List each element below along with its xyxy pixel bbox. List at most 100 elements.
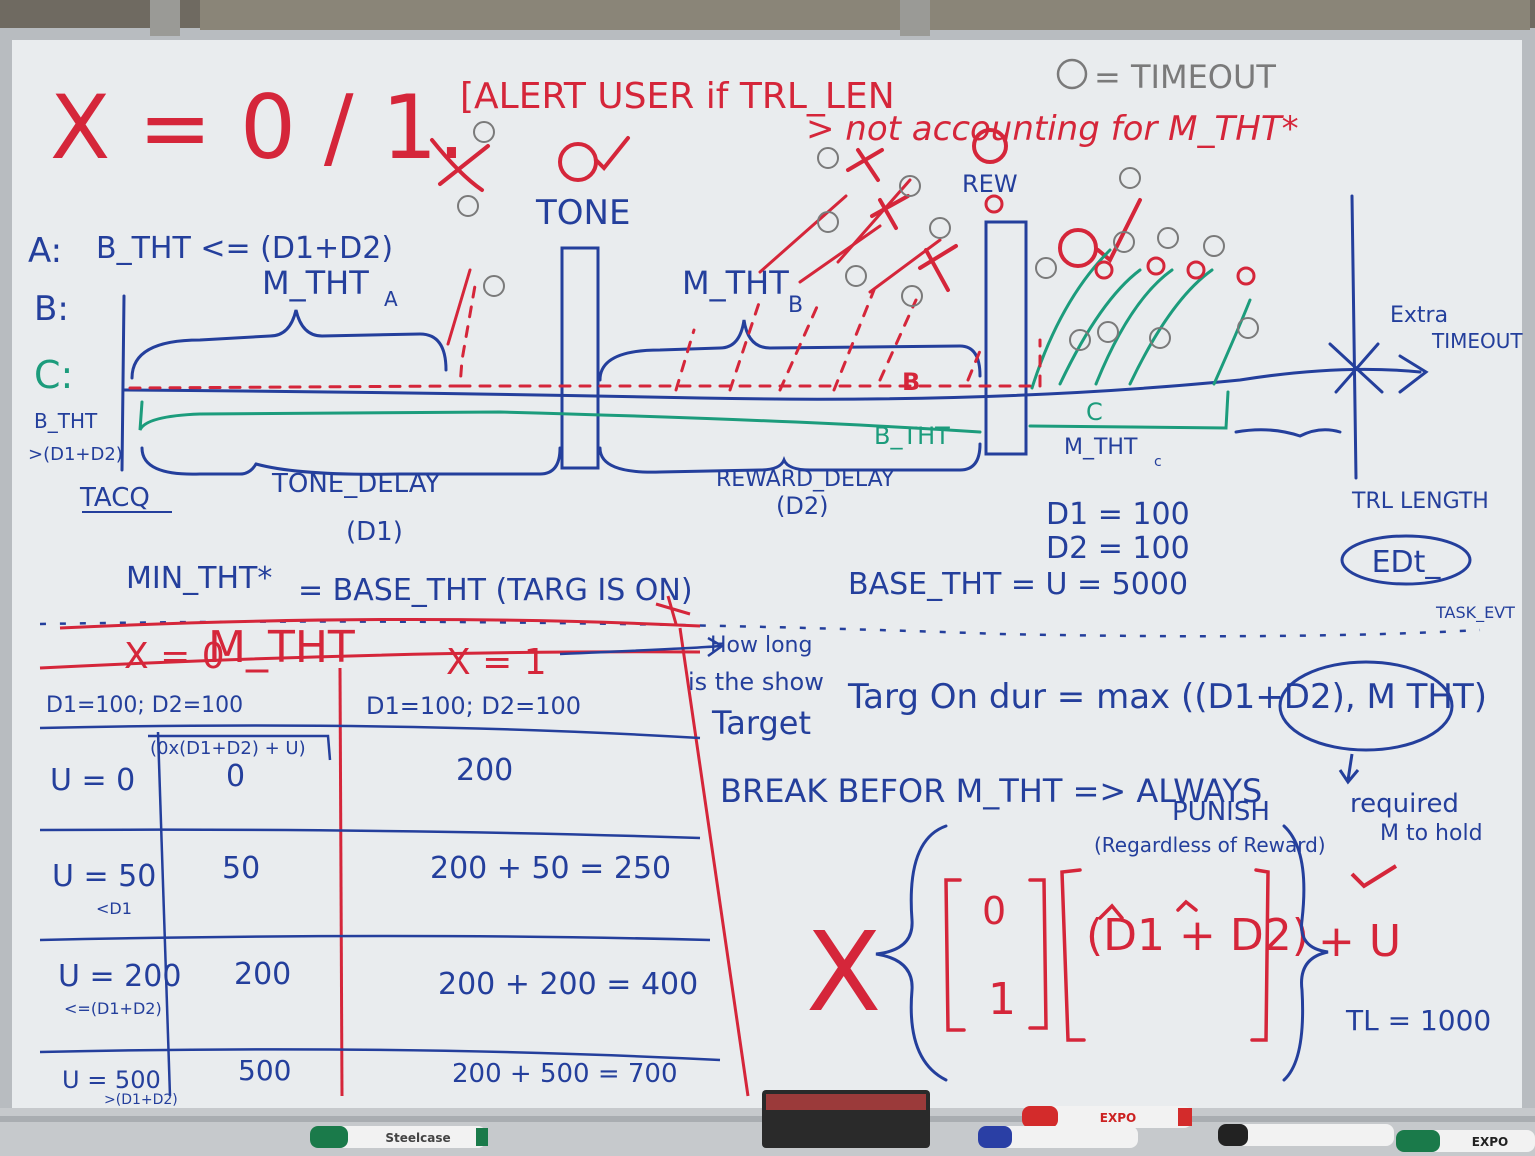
break-line-2: PUNISH [1172, 797, 1270, 827]
m-tht-b: M_THT [682, 264, 789, 302]
m-tht-b-sub: B [788, 293, 803, 318]
marker-green[interactable]: Steelcase [310, 1126, 488, 1148]
red-dashed-b3 [778, 298, 822, 392]
bracket-d-right [1250, 868, 1270, 1042]
reward-delay-label: REWARD_DELAY [716, 467, 895, 492]
map-rail [200, 0, 1530, 30]
row-1-u: U = 0 [50, 763, 135, 798]
tone-box [560, 246, 600, 470]
row-c-label: C: [34, 353, 73, 397]
table-x1: X = 1 [446, 642, 547, 683]
cross-mark-2-icon [846, 148, 884, 182]
timeout-icon-1 [473, 121, 495, 143]
rew-label: REW [962, 170, 1018, 198]
formula-0: 0 [982, 889, 1006, 933]
row-4-u: U = 500 [62, 1066, 161, 1094]
row-1-x1: 200 [456, 753, 513, 788]
x-formula: X = 0 / 1. [50, 76, 466, 179]
timeout-icon-15 [1097, 321, 1119, 343]
required-1: required [1350, 789, 1459, 819]
col-divider-red [338, 667, 344, 1097]
row-2-x0: 50 [222, 851, 260, 886]
green-curve-5 [1212, 298, 1252, 386]
check-mark-2-icon [1096, 198, 1142, 264]
green-lines [138, 248, 1252, 434]
timeout-icon-17 [1237, 317, 1259, 339]
red-formula-brackets [944, 868, 1270, 1042]
timeout-icon-13 [1203, 235, 1225, 257]
small-zero-1-icon [1094, 260, 1114, 280]
m-tht-ellipse [1278, 660, 1454, 752]
timeout-icon-12 [1157, 227, 1179, 249]
cross-mark-4-icon [918, 244, 958, 292]
alert-line-1: [ALERT USER if TRL_LEN [460, 76, 895, 117]
timeout-icon-14 [1069, 329, 1091, 351]
timeout-icon-18 [1035, 257, 1057, 279]
brace-m-tht-b [598, 319, 982, 382]
marker-green-right[interactable]: EXPO [1396, 1130, 1535, 1152]
row-divider-3 [39, 934, 711, 942]
under-labels: TACQ TONE_DELAY (D1) REWARD_DELAY (D2) D… [79, 467, 1515, 623]
marker-red[interactable]: EXPO [1022, 1106, 1192, 1128]
timeout-icon-16 [1149, 327, 1171, 349]
marker-blue[interactable] [978, 1126, 1138, 1148]
timeout-icon-9 [901, 285, 923, 307]
tone-delay-label: TONE_DELAY [271, 469, 441, 499]
how-long-arrow [559, 644, 721, 656]
small-zero-2-icon [1146, 256, 1166, 276]
green-bracket-m-tht-c [1028, 390, 1230, 430]
tone-label: TONE [535, 193, 630, 233]
row-4-x1: 200 + 500 = 700 [452, 1059, 678, 1089]
row-2-note: <D1 [96, 899, 132, 918]
table-x0: X = 0 [124, 636, 225, 677]
red-dashed-b [458, 338, 1042, 388]
timeout-icon-7 [817, 211, 839, 233]
row-a-label: A: [28, 231, 62, 271]
formula-1: 1 [988, 974, 1016, 1025]
b-tht-left-2: >(D1+D2) [28, 444, 123, 465]
row-a-expr: B_THT <= (D1+D2) [96, 231, 393, 266]
alert-line-2: > not accounting for M_THT* [806, 109, 1299, 149]
table-text: X = 0 M_THT X = 1 D1=100; D2=100 D1=100;… [46, 622, 698, 1108]
marker-black[interactable] [1218, 1124, 1394, 1146]
table-head-left: D1=100; D2=100 [46, 693, 243, 718]
row-divider-4 [39, 1048, 721, 1062]
extra-timeout-2: TIMEOUT [1431, 329, 1523, 353]
check-zero-2-icon [972, 128, 1008, 164]
d2-value: D2 = 100 [1046, 531, 1190, 566]
brace-reward-delay [598, 442, 982, 474]
row-3-x0: 200 [234, 957, 291, 992]
timeout-circle-icon [1056, 58, 1088, 90]
red-dashed-b4 [832, 288, 876, 392]
d1-check-icon [1098, 903, 1124, 920]
rail-clip-left [150, 0, 180, 36]
timeline-labels: M_THT A M_THT B B_THT >(D1+D2) B_THT C M… [28, 264, 1523, 470]
edt-label: EDt_ [1372, 545, 1442, 580]
bracket-left [944, 878, 966, 1032]
brace-left [875, 824, 948, 1082]
red-dashed-b6 [966, 344, 984, 382]
how-long-arrowhead-icon [707, 636, 725, 658]
eraser-felt [766, 1094, 926, 1110]
row-b-label: B: [34, 289, 69, 329]
how-long-1: How long [710, 633, 812, 658]
title-line-top [59, 617, 701, 630]
header-group: X = 0 / 1. [ALERT USER if TRL_LEN > not … [50, 76, 1299, 179]
marker-green-label: Steelcase [385, 1131, 450, 1145]
green-bracket-b-tht [138, 400, 982, 434]
trl-length: TRL LENGTH [1351, 489, 1489, 514]
row-divider-1 [39, 724, 701, 740]
table-blue-lines [39, 636, 725, 1097]
timeout-icon-4 [817, 147, 839, 169]
marker-green-right-label: EXPO [1472, 1135, 1508, 1149]
reward-box [984, 220, 1028, 456]
col-divider-u [156, 731, 172, 1097]
rail-clip-right [900, 0, 930, 36]
timeline-arrowhead-icon [1398, 354, 1429, 394]
min-tht-label: MIN_THT* [126, 561, 272, 596]
blue-braces [875, 824, 1329, 1082]
m-tht-c-sub: c [1154, 454, 1162, 470]
row-labels: A: B_THT <= (D1+D2) B: C: [28, 231, 393, 397]
subhead-box [148, 734, 332, 761]
formula-x: X [806, 908, 881, 1036]
